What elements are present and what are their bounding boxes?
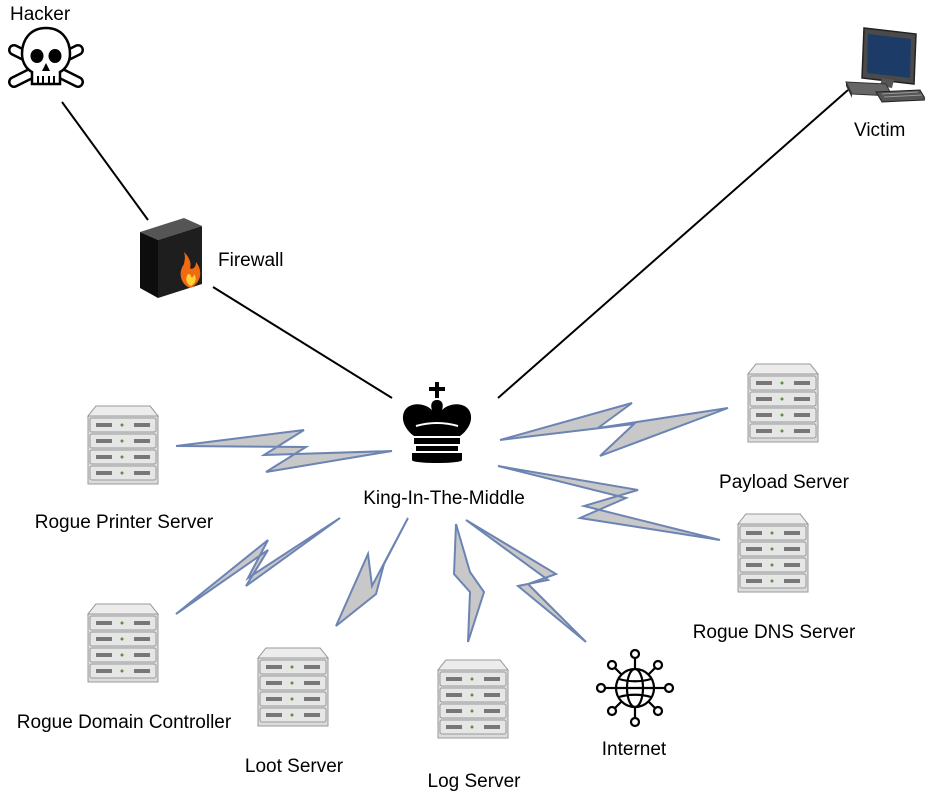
server-rack-icon-rogue-domain bbox=[87, 603, 159, 683]
label-firewall: Firewall bbox=[218, 250, 284, 271]
bolt-log bbox=[452, 523, 486, 643]
label-log-server: Log Server bbox=[427, 771, 521, 792]
label-loot-server: Loot Server bbox=[244, 756, 344, 777]
server-rack-icon-rogue-dns bbox=[737, 513, 809, 593]
bolt-printer bbox=[175, 429, 393, 473]
bolt-domain bbox=[175, 517, 341, 615]
bolt-dns bbox=[497, 465, 721, 541]
server-rack-icon-loot bbox=[257, 647, 329, 727]
server-rack-icon-log bbox=[437, 659, 509, 739]
link-victim-king bbox=[497, 89, 849, 399]
firewall-icon bbox=[140, 218, 202, 298]
skull-crossbones-icon bbox=[8, 26, 84, 88]
bolt-payload bbox=[499, 402, 729, 457]
link-firewall-king bbox=[212, 286, 393, 399]
chess-king-icon bbox=[402, 382, 472, 463]
label-internet: Internet bbox=[601, 739, 667, 760]
label-hacker: Hacker bbox=[10, 4, 71, 25]
bolt-loot bbox=[335, 517, 409, 627]
label-rogue-printer-server: Rogue Printer Server bbox=[34, 512, 214, 533]
label-king-in-the-middle: King-In-The-Middle bbox=[363, 488, 525, 509]
link-hacker-firewall bbox=[61, 101, 149, 221]
server-rack-icon-payload bbox=[747, 363, 819, 443]
server-rack-icon-rogue-printer bbox=[87, 405, 159, 485]
globe-network-icon bbox=[595, 648, 675, 728]
label-payload-server: Payload Server bbox=[719, 472, 849, 493]
label-rogue-dns-server: Rogue DNS Server bbox=[692, 622, 856, 643]
label-rogue-domain-controller: Rogue Domain Controller bbox=[16, 712, 232, 733]
bolt-internet bbox=[465, 519, 587, 643]
desktop-computer-icon bbox=[845, 27, 925, 103]
label-victim: Victim bbox=[854, 120, 906, 141]
